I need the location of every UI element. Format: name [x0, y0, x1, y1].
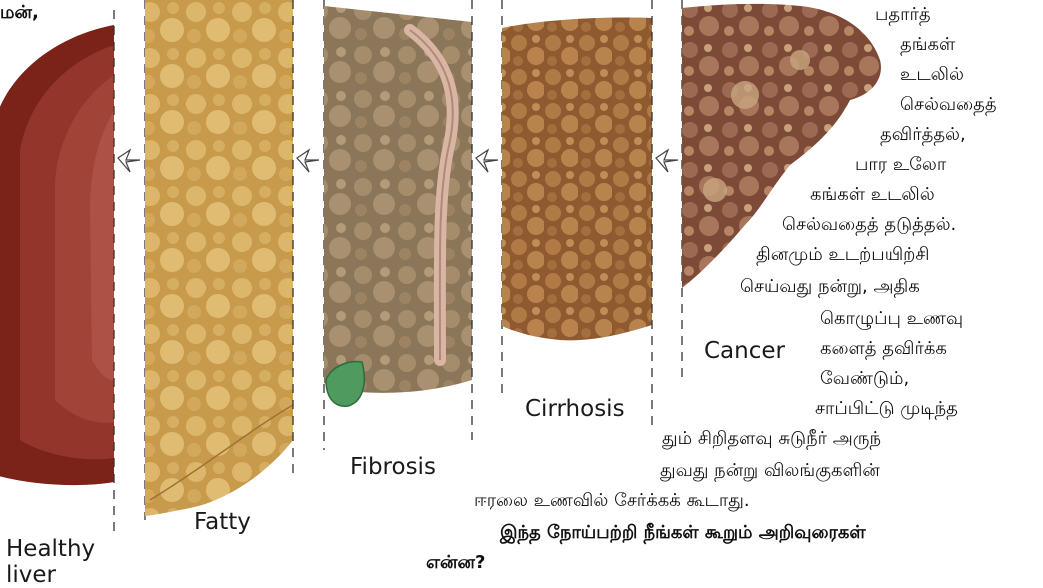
- text-line: சாப்பிட்டு முடிந்த: [815, 396, 958, 421]
- text-line: ஈரலை உணவில் சேர்க்கக் கூடாது.: [474, 488, 750, 513]
- text-line: துவது நன்று விலங்குகளின்: [660, 458, 880, 483]
- label-cancer: Cancer: [704, 338, 785, 364]
- text-line: உடலில்: [900, 62, 964, 87]
- label-healthy-liver: Healthy liver: [6, 536, 126, 588]
- text-line: கங்கள் உடலில்: [810, 182, 935, 207]
- text-line: செல்வதைத்: [900, 92, 997, 117]
- text-line: தங்கள்: [900, 32, 955, 57]
- question-line: இந்த நோய்பற்றி நீங்கள் கூறும் அறிவுரைகள்: [500, 520, 866, 545]
- label-fatty: Fatty: [194, 509, 251, 535]
- text-line: மன்,: [0, 0, 39, 25]
- label-fibrosis: Fibrosis: [350, 454, 436, 480]
- text-line: களைத் தவிர்க்க: [820, 336, 947, 361]
- arrow-icon-3: [476, 150, 498, 172]
- label-cirrhosis: Cirrhosis: [525, 396, 625, 422]
- arrow-icon-1: [118, 150, 140, 172]
- healthy-liver-shape: [0, 25, 114, 485]
- text-line: வேண்டும்,: [820, 366, 909, 391]
- text-line: பதார்த்: [875, 2, 931, 27]
- arrow-icon-4: [656, 150, 678, 172]
- arrow-icon-2: [297, 150, 319, 172]
- text-line: பார உலோ: [855, 152, 946, 177]
- fibrosis-liver-shape: [324, 6, 472, 406]
- cirrhosis-liver-shape: [502, 17, 652, 340]
- text-line: கொழுப்பு உணவு: [820, 306, 963, 331]
- question-end: என்ன?: [426, 550, 485, 575]
- fatty-liver-shape: [145, 0, 293, 516]
- text-line: தினமும் உடற்பயிற்சி: [756, 242, 930, 267]
- text-line: செய்வது நன்று, அதிக: [740, 274, 920, 299]
- text-line: செல்வதைத் தடுத்தல்.: [782, 212, 956, 237]
- text-line: தும் சிறிதளவு சுடுநீர் அருந்: [662, 426, 881, 451]
- text-line: தவிர்த்தல்,: [880, 122, 966, 147]
